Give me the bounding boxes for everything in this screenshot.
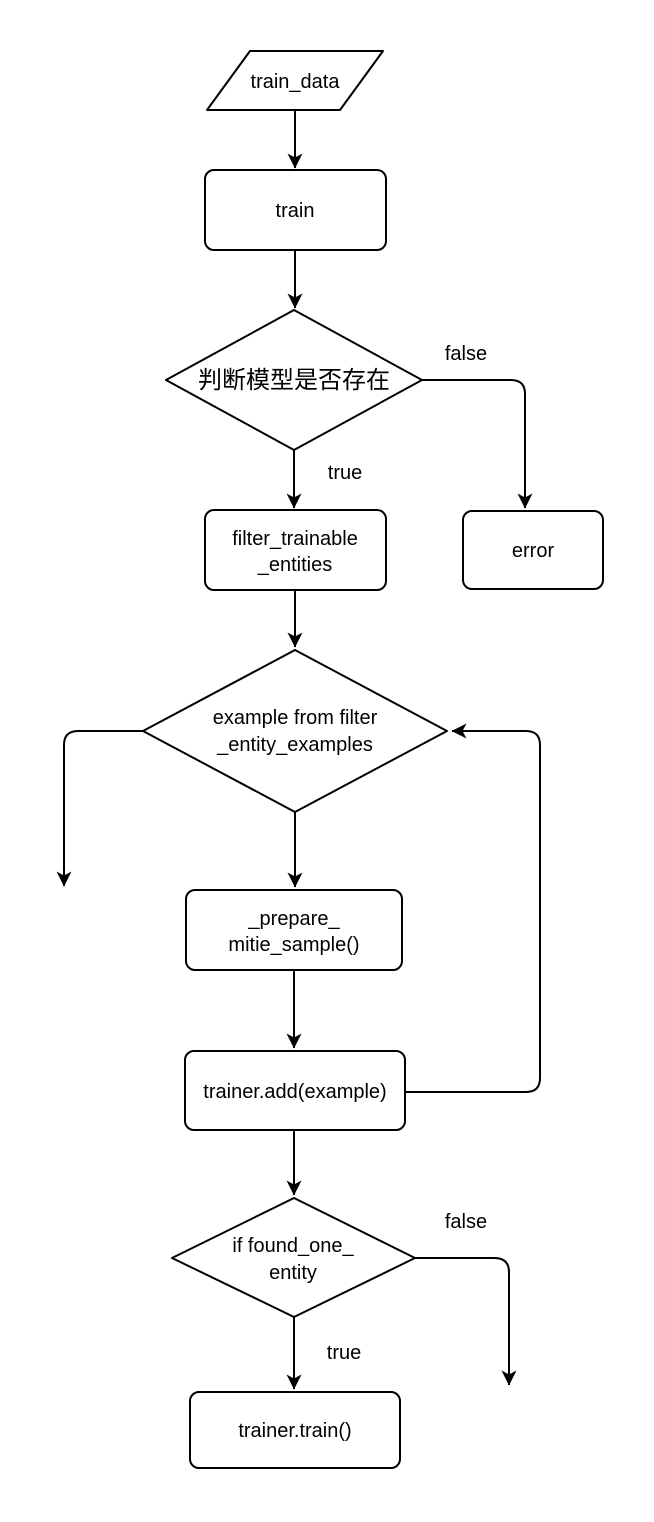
- label-example-loop-line1: example from filter: [213, 707, 378, 729]
- label-train: train: [276, 200, 315, 222]
- label-prepare-line1: _prepare_: [247, 908, 340, 930]
- label-trainer-add: trainer.add(example): [203, 1081, 386, 1103]
- label-train-data: train_data: [251, 71, 341, 93]
- edge-label-found-one-false: false: [445, 1211, 487, 1233]
- label-found-one-line1: if found_one_: [232, 1235, 354, 1257]
- node-found-one-entity-decision: [171, 1197, 416, 1318]
- label-found-one-line2: entity: [269, 1262, 317, 1284]
- node-example-loop-decision: [142, 649, 448, 813]
- node-trainer-train: [189, 1391, 401, 1469]
- edge-trainer-add-loop-to-example-decision: [404, 723, 541, 1093]
- node-model-exists-decision: [165, 309, 423, 451]
- label-trainer-train: trainer.train(): [238, 1420, 351, 1442]
- label-filter-trainable-line2: _entities: [257, 554, 333, 576]
- label-filter-trainable-line1: filter_trainable: [232, 528, 358, 550]
- edge-found-decision-false-exit: [415, 1257, 517, 1386]
- node-filter-trainable-entities: [204, 509, 387, 591]
- edge-example-decision-exit-left: [56, 730, 143, 887]
- edge-label-model-exists-false: false: [445, 343, 487, 365]
- node-train: [204, 169, 387, 251]
- label-model-exists-decision: 判断模型是否存在: [198, 367, 390, 394]
- label-error: error: [512, 540, 555, 562]
- node-trainer-add: [184, 1050, 406, 1131]
- node-train-data: [206, 50, 384, 111]
- node-prepare-mitie-sample: [185, 889, 403, 971]
- edge-label-model-exists-true: true: [328, 462, 362, 484]
- label-prepare-line2: mitie_sample(): [228, 934, 359, 956]
- label-example-loop-line2: _entity_examples: [216, 734, 373, 756]
- edge-model-decision-false-to-error: [422, 379, 533, 509]
- node-error: [462, 510, 604, 590]
- edge-label-found-one-true: true: [327, 1342, 361, 1364]
